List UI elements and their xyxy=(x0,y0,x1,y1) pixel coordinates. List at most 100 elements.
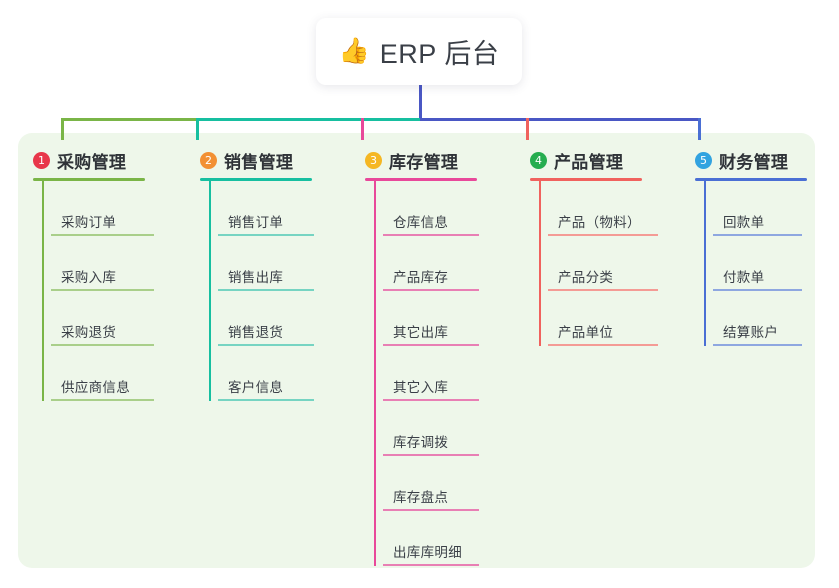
branch-number-badge: 4 xyxy=(530,151,547,169)
branch-underline xyxy=(695,178,807,181)
branch-item-underline xyxy=(383,509,479,511)
branch-spine xyxy=(42,181,44,401)
branch-number-badge: 1 xyxy=(33,151,50,169)
branch-item-label: 回款单 xyxy=(723,215,765,230)
branch-item-label: 采购入库 xyxy=(61,270,117,285)
branch-item-label: 结算账户 xyxy=(723,325,779,340)
branch-item[interactable]: 供应商信息 xyxy=(51,346,154,401)
branch-item-label: 产品单位 xyxy=(558,325,614,340)
branch-title: 采购管理 xyxy=(57,152,127,172)
branch-underline xyxy=(530,178,642,181)
branch-item-underline xyxy=(51,289,154,291)
branch-header-3[interactable]: 3 库存管理 xyxy=(365,148,477,172)
branch-item-underline xyxy=(548,344,658,346)
branch-spine xyxy=(539,181,541,346)
trunk-green xyxy=(62,118,198,121)
trunk-blue xyxy=(420,118,700,121)
branch-item[interactable]: 销售出库 xyxy=(218,236,314,291)
branch-item-underline xyxy=(713,344,802,346)
branch-header-4[interactable]: 4 产品管理 xyxy=(530,148,645,172)
branch-item-underline xyxy=(383,344,479,346)
branch-item-list: 产品（物料） 产品分类产品单位 xyxy=(530,181,658,346)
branch-item[interactable]: 结算账户 xyxy=(713,291,807,346)
branch-item[interactable]: 采购退货 xyxy=(51,291,154,346)
branch-spine xyxy=(374,181,376,566)
branch-item-underline xyxy=(713,289,802,291)
root-stem xyxy=(419,85,422,121)
branch-title: 产品管理 xyxy=(554,152,624,172)
branch-item-label: 库存调拨 xyxy=(393,435,449,450)
branch-item-underline xyxy=(383,234,479,236)
branch-item[interactable]: 采购入库 xyxy=(51,236,154,291)
branch-item-label: 销售出库 xyxy=(228,270,284,285)
trunk-teal xyxy=(196,118,422,121)
branch-item[interactable]: 销售订单 xyxy=(218,181,314,236)
branch-item[interactable]: 其它入库 xyxy=(383,346,479,401)
branch-item-label: 供应商信息 xyxy=(61,380,130,395)
branch-item-label: 仓库信息 xyxy=(393,215,449,230)
drop-finance xyxy=(698,118,701,140)
branch-item-underline xyxy=(383,564,479,566)
branch-item[interactable]: 回款单 xyxy=(713,181,807,236)
branch-spine xyxy=(704,181,706,346)
branch-item-label: 客户信息 xyxy=(228,380,284,395)
branch-number-badge: 3 xyxy=(365,151,382,169)
branch-item[interactable]: 销售退货 xyxy=(218,291,314,346)
branch-title: 销售管理 xyxy=(224,152,294,172)
branch-item[interactable]: 产品库存 xyxy=(383,236,479,291)
branch-column-4: 4 产品管理产品（物料） 产品分类产品单位 xyxy=(530,148,658,346)
diagram-panel xyxy=(18,133,815,568)
branch-item[interactable]: 库存盘点 xyxy=(383,456,479,511)
branch-item-label: 出库库明细 xyxy=(393,545,462,560)
branch-item[interactable]: 产品分类 xyxy=(548,236,658,291)
root-node-card[interactable]: 👍 ERP 后台 xyxy=(316,18,522,85)
drop-purchasing xyxy=(61,118,64,140)
branch-item[interactable]: 产品单位 xyxy=(548,291,658,346)
branch-underline xyxy=(200,178,312,181)
branch-item-underline xyxy=(548,289,658,291)
branch-item-underline xyxy=(51,399,154,401)
branch-item-underline xyxy=(713,234,802,236)
branch-item-label: 销售订单 xyxy=(228,215,284,230)
branch-item-label: 其它入库 xyxy=(393,380,449,395)
branch-column-3: 3 库存管理仓库信息产品库存其它出库其它入库库存调拨库存盘点出库库明细 xyxy=(365,148,479,566)
branch-item-label: 销售退货 xyxy=(228,325,284,340)
branch-item[interactable]: 库存调拨 xyxy=(383,401,479,456)
branch-number-badge: 5 xyxy=(695,151,712,169)
branch-item-underline xyxy=(218,234,314,236)
branch-column-1: 1 采购管理采购订单采购入库采购退货供应商信息 xyxy=(33,148,154,401)
branch-header-1[interactable]: 1 采购管理 xyxy=(33,148,145,172)
branch-item[interactable]: 产品（物料） xyxy=(548,181,658,236)
thumbs-up-icon: 👍 xyxy=(338,37,370,65)
branch-item-underline xyxy=(218,399,314,401)
drop-product xyxy=(526,118,529,140)
branch-title: 库存管理 xyxy=(389,152,459,172)
branch-item[interactable]: 付款单 xyxy=(713,236,807,291)
branch-item-list: 回款单付款单结算账户 xyxy=(695,181,807,346)
branch-item[interactable]: 出库库明细 xyxy=(383,511,479,566)
branch-item-label: 产品（物料） xyxy=(558,215,641,230)
drop-sales xyxy=(196,118,199,140)
branch-item-underline xyxy=(218,344,314,346)
branch-item[interactable]: 客户信息 xyxy=(218,346,314,401)
branch-item-label: 其它出库 xyxy=(393,325,449,340)
branch-spine xyxy=(209,181,211,401)
branch-item[interactable]: 采购订单 xyxy=(51,181,154,236)
branch-item-underline xyxy=(548,234,658,236)
branch-item-underline xyxy=(383,454,479,456)
branch-item[interactable]: 其它出库 xyxy=(383,291,479,346)
branch-item[interactable]: 仓库信息 xyxy=(383,181,479,236)
branch-underline xyxy=(365,178,477,181)
branch-item-list: 仓库信息产品库存其它出库其它入库库存调拨库存盘点出库库明细 xyxy=(365,181,479,566)
branch-item-underline xyxy=(51,234,154,236)
branch-item-underline xyxy=(51,344,154,346)
root-node-title: ERP 后台 xyxy=(379,39,500,69)
branch-item-label: 库存盘点 xyxy=(393,490,449,505)
branch-item-label: 采购订单 xyxy=(61,215,117,230)
branch-item-underline xyxy=(383,289,479,291)
